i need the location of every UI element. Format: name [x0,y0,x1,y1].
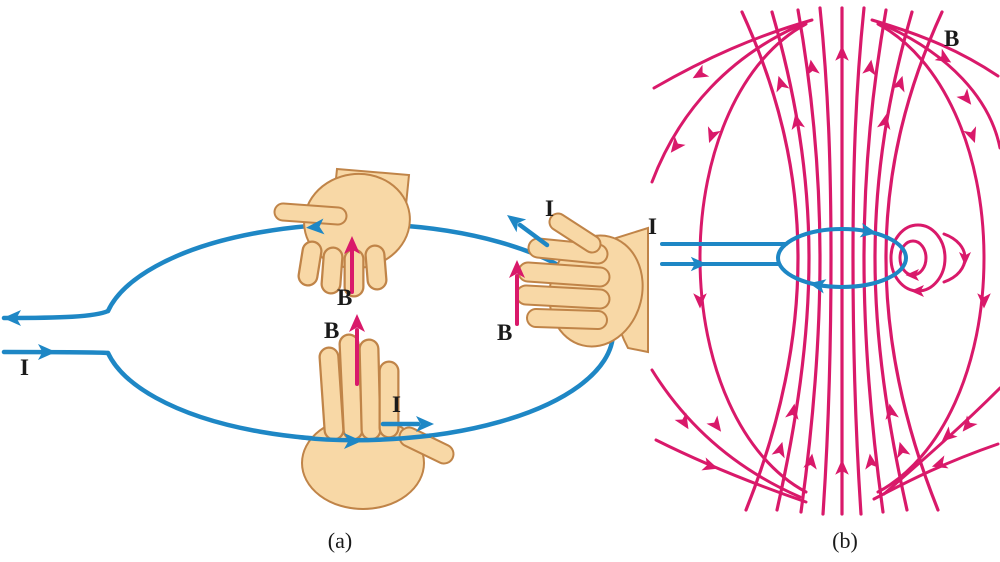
field-line [770,10,811,512]
middle-knuckle [320,246,344,295]
label-current-bottom: I [392,392,401,417]
caption-a: (a) [328,528,352,553]
field-line [698,22,808,494]
field-arrowhead [977,293,991,309]
b-field-arrow-center [349,314,365,386]
loop-wire-front-segment [297,433,433,443]
field-line [873,10,914,512]
bottom-hand [301,333,455,510]
loop-wire [776,227,908,289]
pinky-knuckle [364,244,388,291]
field-arrowhead [785,402,802,420]
field-line [818,6,833,516]
field-line [740,10,800,512]
field-line [876,22,986,494]
field-arrowhead [934,48,955,69]
current-arrow-bottom [380,416,434,432]
label-field: B [944,26,959,51]
label-field-right: B [497,320,512,345]
b-field-arrow-right [509,260,525,326]
pinky-finger [526,308,608,330]
field-curl [898,239,928,277]
field-line [796,8,822,514]
lead-wire-top [1,308,111,321]
field-line [870,18,1000,78]
label-current: I [648,214,657,239]
field-line [882,386,1000,496]
ring-finger [515,284,611,310]
lead-wire-bottom [1,349,111,356]
panel-b: I B (b) [648,6,1000,553]
field-arrowhead [706,415,727,436]
field-line [884,10,944,512]
right-hand [515,212,649,354]
middle-finger [517,261,611,288]
label-current-lead: I [20,355,29,380]
thumb [398,426,455,465]
label-field-center: B [324,318,339,343]
current-arrow-right [502,208,550,248]
label-field-top: B [337,285,352,310]
field-line [650,368,802,499]
middle-finger [338,333,364,441]
caption-b: (b) [832,528,858,553]
ring-finger [358,338,382,441]
field-arrowhead [701,457,721,476]
thumb [273,202,348,226]
field-arrowhead [771,439,789,459]
panel-a: I B B B I I (a) [1,167,649,553]
index-finger [527,237,609,265]
index-finger [318,346,345,441]
field-line [872,442,1000,501]
loop-edge-on [660,223,908,294]
field-line [884,24,1000,150]
field-line [654,438,808,504]
thumb [548,212,602,254]
field-arrowhead [693,293,707,309]
field-line [652,18,814,90]
index-knuckle [297,240,323,287]
field-arrowhead [882,402,899,420]
field-line [650,24,800,184]
b-field-arrow-top [344,236,360,294]
label-current-right: I [545,196,554,221]
field-line [851,6,866,516]
field-line [862,8,888,514]
